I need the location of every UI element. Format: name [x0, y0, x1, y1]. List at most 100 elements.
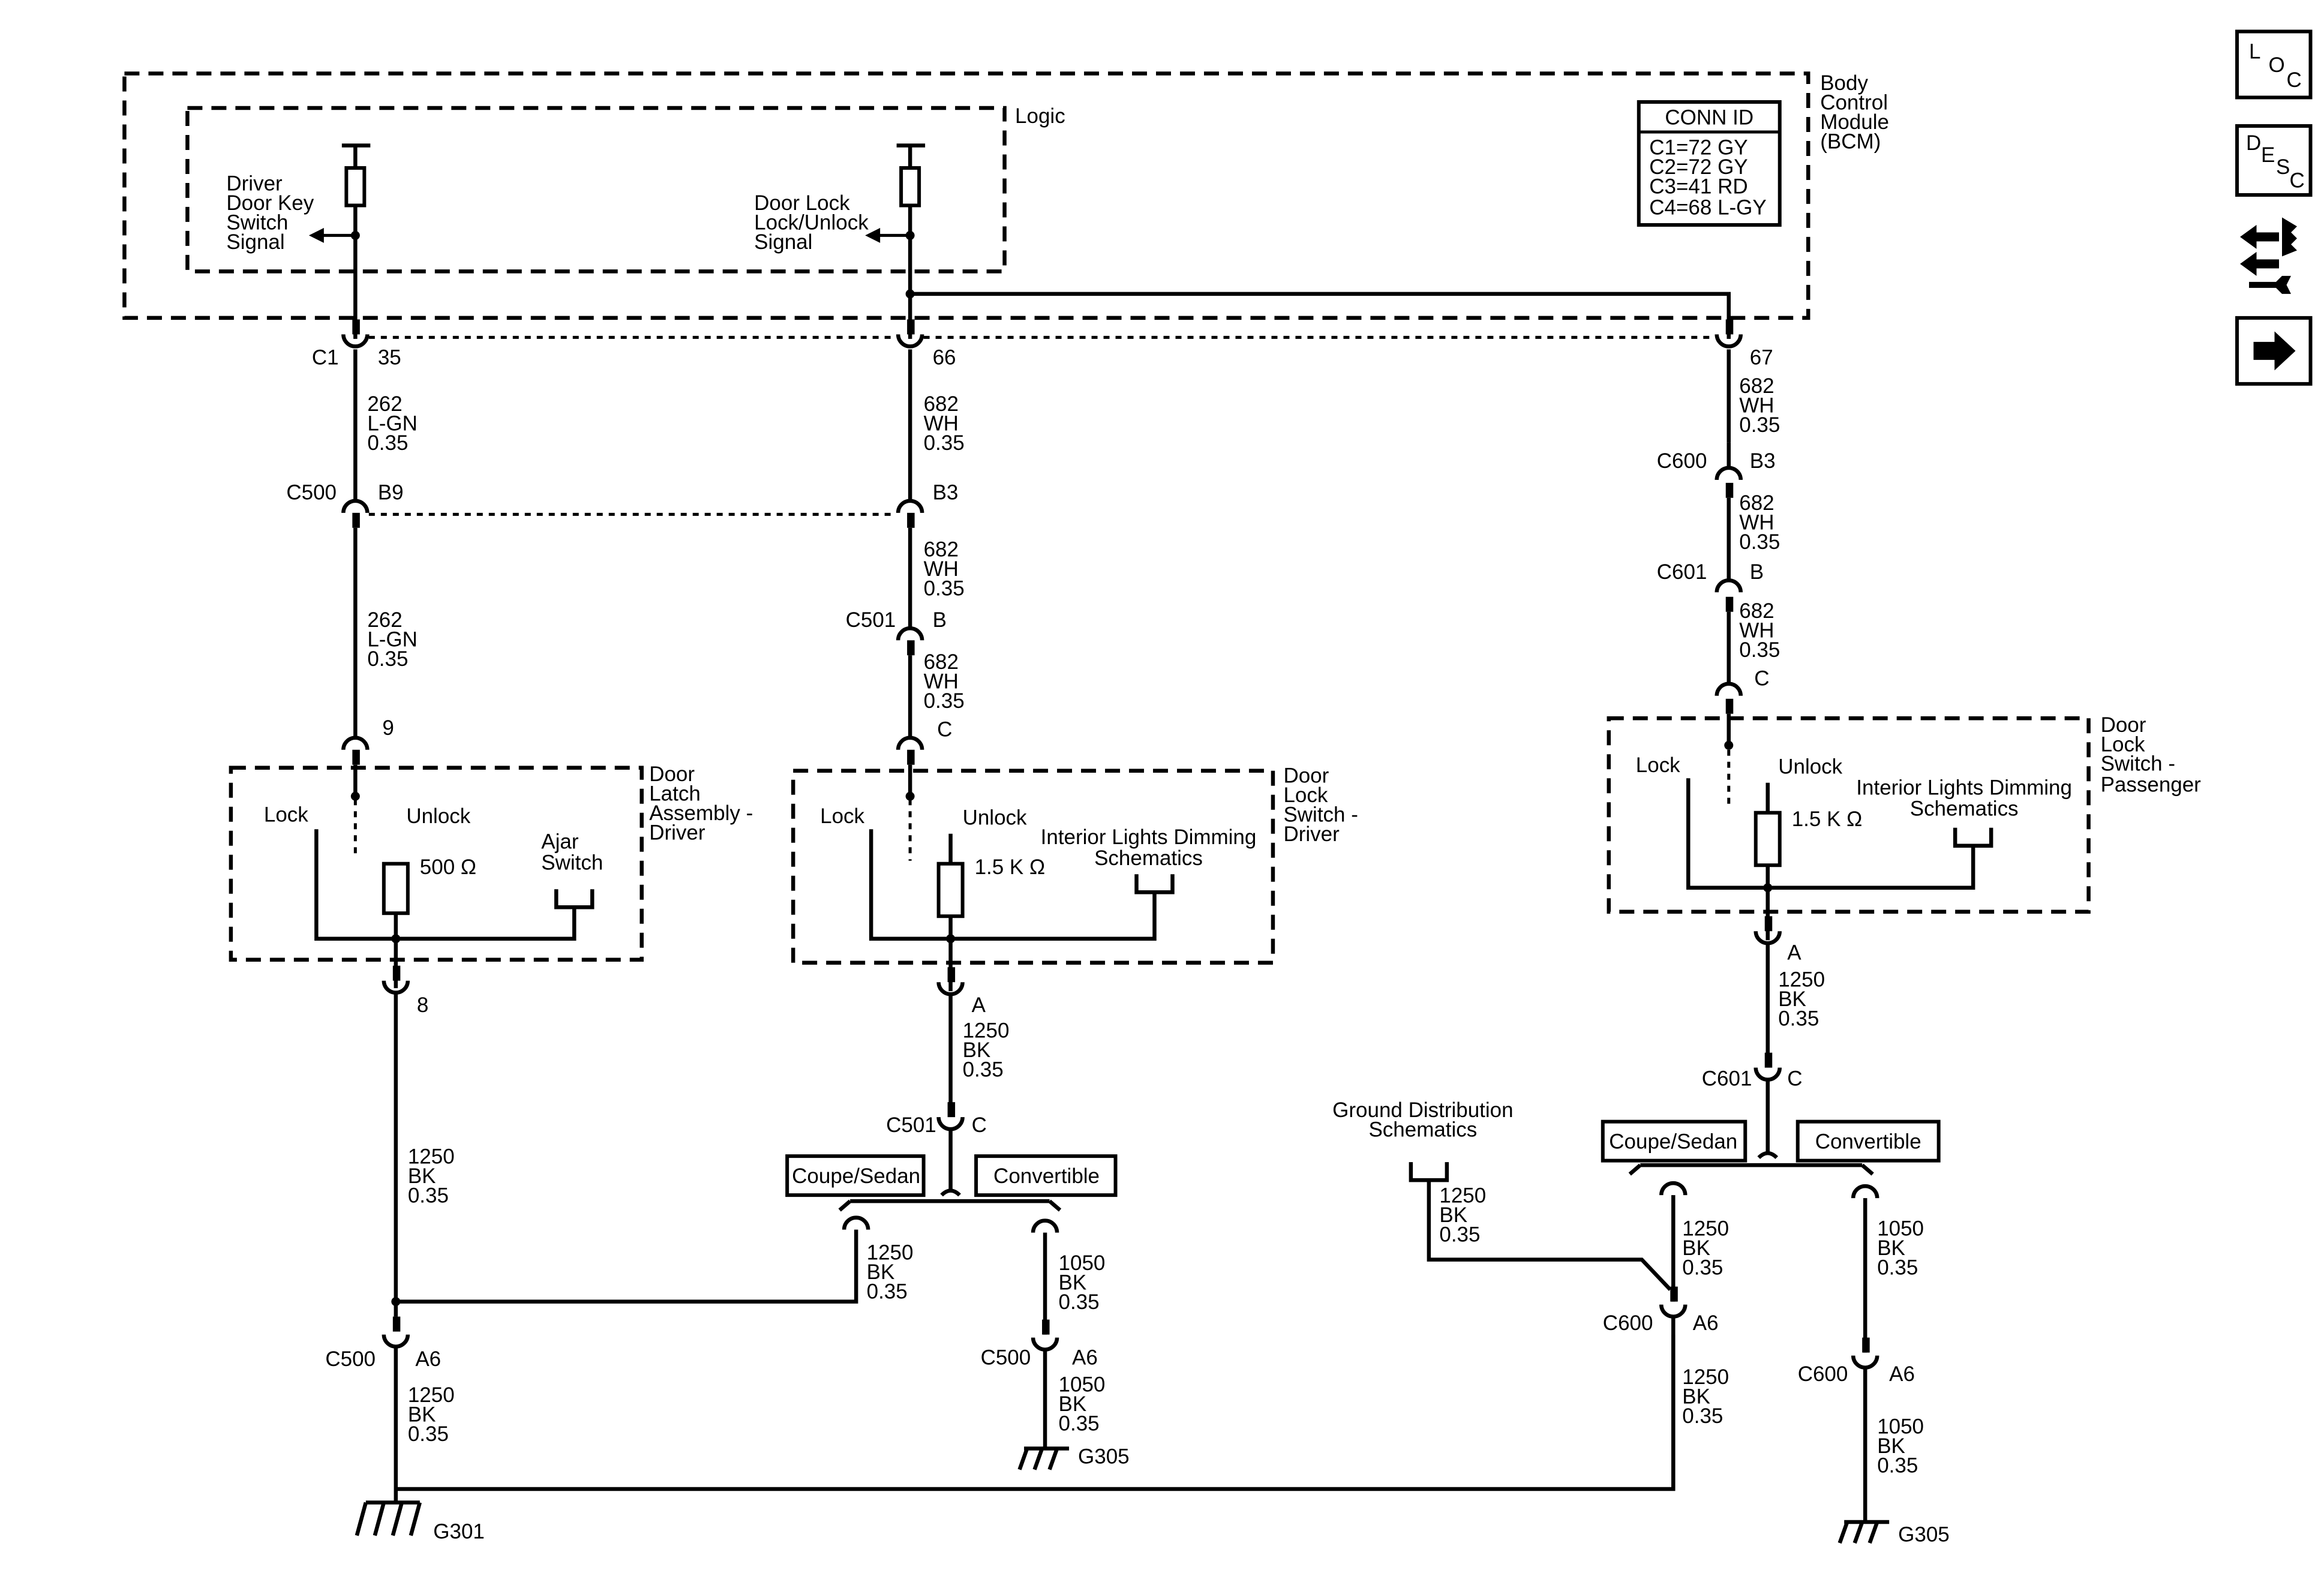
loc-button[interactable]: L O C [2235, 29, 2313, 100]
convertible-label: Convertible [1815, 1130, 1921, 1154]
dimming-label: Interior Lights Dimming [1041, 825, 1257, 849]
wire-label: 0.35 [1682, 1256, 1723, 1280]
c500-label: C500 [325, 1347, 376, 1371]
logic-label: Logic [1015, 104, 1065, 128]
wire-label: 682 [924, 650, 959, 674]
unlock-label: Unlock [1778, 755, 1842, 779]
c600-label: C600 [1657, 449, 1707, 473]
pin-c: C [1754, 667, 1769, 690]
wire-label: 0.35 [1778, 1007, 1819, 1031]
conn-id-title: CONN ID [1665, 106, 1753, 129]
pin-66: 66 [933, 346, 956, 369]
desc-button[interactable]: D E S C [2235, 124, 2313, 197]
pin-c: C [1787, 1067, 1802, 1091]
lock-signal-l1: Door Lock [754, 191, 850, 215]
dimming-label: Schematics [1094, 846, 1203, 870]
pin-b3: B3 [933, 481, 959, 504]
driver-switch-circuit: 682 WH 0.35 B3 682 WH 0.35 C501 B 682 WH… [785, 349, 1358, 1470]
wire-label: L-GN [367, 412, 418, 435]
ground-g305: G305 [1017, 1445, 1130, 1470]
wire-label: BK [1877, 1434, 1905, 1458]
wire-label: 0.35 [1739, 638, 1780, 662]
ajar-switch-label: Ajar [541, 830, 579, 854]
option-coupe-sedan [785, 1154, 926, 1197]
wire-label: BK [1682, 1385, 1710, 1409]
pin-67: 67 [1750, 346, 1773, 369]
pin-a6: A6 [415, 1347, 441, 1371]
c501-label: C501 [846, 608, 896, 632]
unlock-label: Unlock [963, 806, 1027, 830]
wire-label: 1250 [408, 1145, 455, 1169]
wire-label: 0.35 [1877, 1256, 1918, 1280]
wire-label: 1250 [1682, 1217, 1729, 1241]
wire-label: 0.35 [924, 689, 965, 713]
driver-signal-l2: Door Key [226, 191, 314, 215]
wire-label: 0.35 [924, 431, 965, 455]
c600-label: C600 [1603, 1311, 1653, 1335]
door-lock-signal: Door Lock Lock/Unlock Signal [754, 143, 1731, 339]
wire-label: 0.35 [1877, 1454, 1918, 1478]
wire-label: 682 [1739, 491, 1774, 515]
wire-label: BK [1682, 1236, 1710, 1260]
c601-label: C601 [1657, 560, 1707, 584]
wire-label: 0.35 [408, 1184, 449, 1208]
desc-letter: E [2261, 143, 2275, 167]
wire-label: BK [1877, 1236, 1905, 1260]
driver-latch-circuit: 262 L-GN 0.35 C500 B9 262 L-GN 0.35 9 Do… [229, 349, 1676, 1544]
wire-label: BK [1059, 1271, 1087, 1295]
conn-id-row: C2=72 GY [1649, 155, 1747, 179]
pin-9: 9 [382, 716, 394, 740]
next-page-button[interactable] [2235, 316, 2313, 386]
c600-label: C600 [1798, 1362, 1848, 1386]
pin-a6: A6 [1693, 1311, 1719, 1335]
option-coupe-sedan [1601, 1119, 1747, 1163]
wire-label: 1050 [1877, 1217, 1924, 1241]
unlock-label: Unlock [406, 804, 470, 828]
wire-label: 1250 [408, 1383, 455, 1407]
c1-label: C1 [312, 346, 339, 369]
pin-a6: A6 [1889, 1362, 1915, 1386]
wire-label: 1050 [1059, 1373, 1106, 1397]
wire-label: 1250 [1778, 968, 1825, 992]
ground-distribution: Ground Distribution Schematics 1250 BK 0… [1332, 1098, 1672, 1291]
wire-label: 682 [1739, 599, 1774, 623]
wire-label: 0.35 [1739, 530, 1780, 554]
option-convertible [1795, 1119, 1941, 1163]
ground-g301: G301 [355, 1500, 485, 1544]
pin-b9: B9 [378, 481, 404, 504]
c500-label: C500 [286, 481, 337, 504]
convertible-label: Convertible [993, 1164, 1100, 1188]
wire-label: BK [1059, 1392, 1087, 1416]
loc-letter: L [2249, 40, 2260, 63]
pin-a: A [1787, 941, 1801, 965]
pin-b: B [1750, 560, 1764, 584]
wire-label: 1250 [1682, 1365, 1729, 1389]
connector-wiring-icon[interactable] [2240, 217, 2298, 294]
driver-signal-l3: Switch [226, 211, 288, 234]
dimming-label: Interior Lights Dimming [1856, 776, 2072, 800]
wire-label: 0.35 [367, 431, 408, 455]
passenger-switch-circuit: 682 WH 0.35 C600 B3 682 WH 0.35 C601 B 6… [1332, 349, 2201, 1547]
latch-driver-label: Door [649, 763, 695, 786]
conn-id-row: C4=68 L-GY [1649, 196, 1766, 219]
switch-passenger-label: Door [2101, 713, 2146, 737]
wire-label: 1250 [963, 1019, 1010, 1043]
wire-label: L-GN [367, 628, 418, 651]
switch-passenger-label: Lock [2101, 733, 2145, 756]
switch-driver-label: Lock [1283, 784, 1328, 807]
coupe-sedan-label: Coupe/Sedan [1609, 1130, 1737, 1154]
lock-label: Lock [820, 804, 864, 828]
driver-signal-l1: Driver [226, 172, 283, 195]
resistor-label: 1.5 K Ω [975, 855, 1046, 879]
bcm-label-3: Module [1820, 110, 1889, 134]
latch-driver-label: Assembly - [649, 801, 753, 825]
pin-8: 8 [417, 993, 428, 1017]
g305-label: G305 [1078, 1445, 1130, 1469]
connector-c1: C1 35 66 67 [312, 319, 1773, 369]
ground-dist-label: Schematics [1368, 1118, 1477, 1142]
desc-letter: S [2276, 155, 2290, 179]
switch-driver-label: Switch - [1283, 803, 1358, 827]
bcm-label-1: Body [1820, 71, 1868, 95]
wire-label: 262 [367, 608, 402, 632]
bcm-label-4: (BCM) [1820, 130, 1881, 153]
